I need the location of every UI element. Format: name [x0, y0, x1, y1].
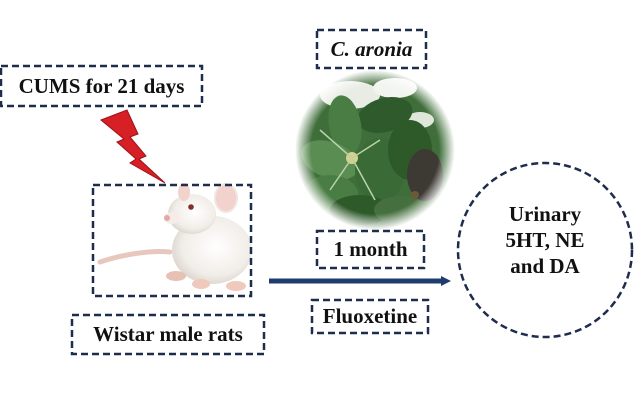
outcome-line-1: Urinary [508, 202, 582, 226]
aronia-label: C. aronia [330, 36, 413, 61]
outcome-line-2: 5HT, NE [505, 228, 585, 252]
aronia-plant-image [295, 70, 455, 230]
aronia-label-box: C. aronia [317, 30, 426, 68]
fluoxetine-label: Fluoxetine [322, 304, 418, 328]
outcome-circle-border [456, 161, 634, 339]
aronia-box-border [315, 28, 428, 70]
fluoxetine-label-box: Fluoxetine [312, 300, 428, 333]
fluoxetine-box-border [310, 298, 430, 335]
month-box-border [315, 229, 426, 270]
lightning-bolt-icon [100, 109, 166, 184]
outcome-label: Urinary 5HT, NE and DA [470, 201, 620, 279]
wistar-box-border [70, 313, 266, 356]
wistar-label: Wistar male rats [93, 322, 243, 346]
month-label-box: 1 month [317, 231, 424, 268]
duration-label: 1 month [333, 237, 408, 261]
outcome-line-3: and DA [510, 254, 580, 278]
cums-label-box: CUMS for 21 days [1, 66, 202, 106]
wistar-label-box: Wistar male rats [72, 315, 264, 354]
rat-box-border [91, 183, 253, 298]
cums-box-border [0, 64, 204, 108]
white-rat-image [97, 183, 252, 291]
cums-label: CUMS for 21 days [18, 73, 185, 98]
